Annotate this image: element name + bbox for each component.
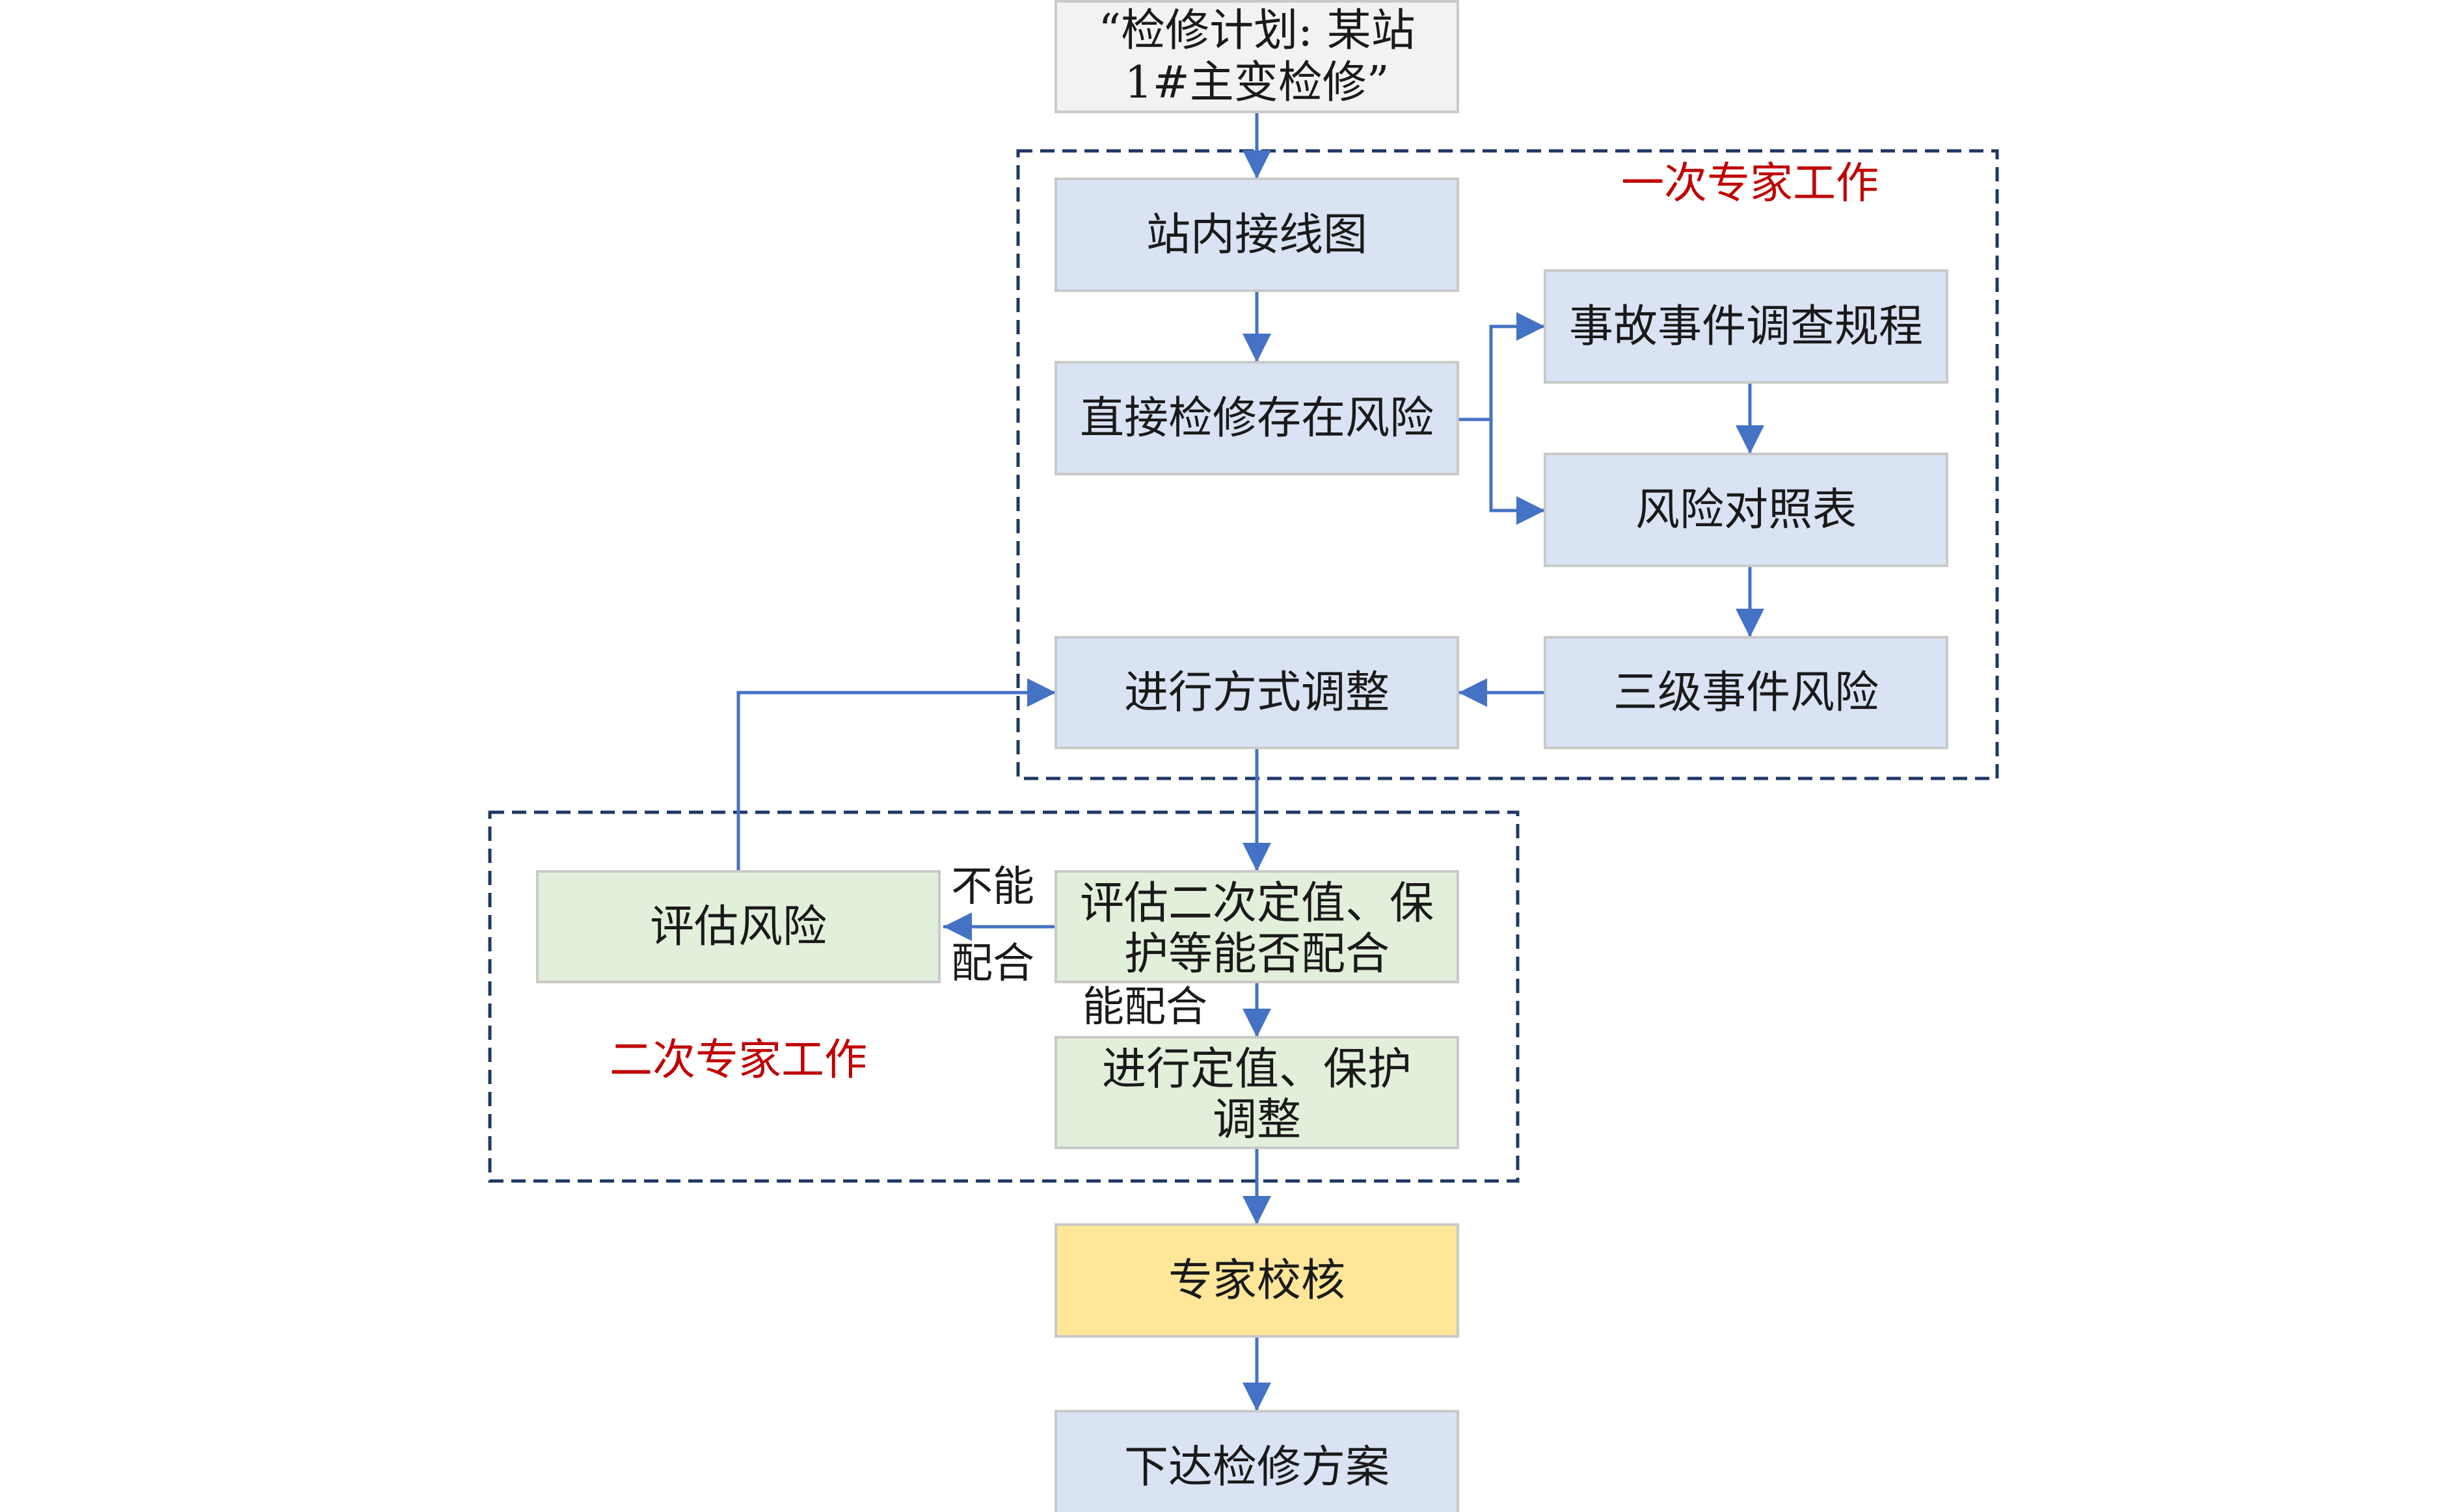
- node-plan-label-line-1: “检修计划: 某站: [1098, 5, 1415, 57]
- node-plan-label-line-2: 1#主变检修”: [1124, 57, 1389, 109]
- arrow-eval-risk-to-mode-adjust: [736, 678, 1056, 871]
- node-risk-direct-box: [1055, 361, 1459, 475]
- primary-expert-group-label: 一次专家工作: [1621, 158, 1879, 208]
- node-setting-adjust-label-line-2: 调整: [1213, 1094, 1301, 1146]
- node-risk-direct: 直接检修存在风险: [1055, 361, 1459, 475]
- node-expert-check: 专家校核: [1055, 1223, 1459, 1338]
- node-eval-risk-label: 评估风险: [650, 901, 827, 953]
- node-expert-check-box: [1055, 1223, 1459, 1338]
- node-wiring-label: 站内接线图: [1146, 209, 1367, 261]
- node-mode-adjust-box: [1055, 636, 1459, 749]
- node-issue-plan-label: 下达检修方案: [1124, 1442, 1390, 1493]
- node-expert-check-label: 专家校核: [1168, 1255, 1345, 1306]
- secondary-expert-group-label: 二次专家工作: [610, 1035, 867, 1085]
- node-plan-box: [1055, 0, 1459, 113]
- node-eval-risk-box: [536, 870, 941, 983]
- node-issue-plan-box: [1055, 1410, 1459, 1512]
- edge-label-cannot-line-2: 配合: [951, 940, 1034, 988]
- node-risk-table-box: [1544, 453, 1948, 567]
- node-eval-risk: 评估风险: [536, 870, 941, 983]
- node-issue-plan: 下达检修方案: [1055, 1410, 1459, 1512]
- node-mode-adjust: 进行方式调整: [1055, 636, 1459, 749]
- arrow-risk-to-accident-rules: [1458, 312, 1545, 421]
- node-level3-risk-box: [1544, 636, 1948, 749]
- node-setting-adjust: 进行定值、保护 调整: [1055, 1036, 1459, 1149]
- node-wiring-box: [1055, 178, 1459, 292]
- node-accident-rules-label: 事故事件调查规程: [1569, 301, 1923, 352]
- node-eval-secondary: 评估二次定值、保 护等能否配合: [1055, 870, 1459, 983]
- node-risk-table: 风险对照表: [1544, 453, 1948, 567]
- node-setting-adjust-box: [1055, 1036, 1459, 1149]
- node-eval-secondary-box: [1055, 870, 1459, 983]
- primary-expert-group-border: [1016, 149, 1999, 780]
- node-risk-direct-label: 直接检修存在风险: [1080, 393, 1434, 444]
- node-accident-rules-box: [1544, 269, 1948, 384]
- arrow-risk-to-risk-table: [1489, 419, 1545, 525]
- connectors: [736, 112, 1764, 1411]
- node-accident-rules: 事故事件调查规程: [1544, 269, 1948, 384]
- node-risk-table-label: 风险对照表: [1635, 484, 1857, 536]
- node-eval-secondary-label-line-1: 评估二次定值、保: [1080, 878, 1434, 929]
- node-wiring: 站内接线图: [1055, 178, 1459, 292]
- node-plan: “检修计划: 某站 1#主变检修”: [1055, 0, 1459, 113]
- node-level3-risk: 三级事件风险: [1544, 636, 1948, 749]
- node-setting-adjust-label-line-1: 进行定值、保护: [1102, 1044, 1412, 1095]
- edge-label-can: 能配合: [1082, 983, 1207, 1031]
- node-mode-adjust-label: 进行方式调整: [1124, 667, 1390, 719]
- edge-label-cannot-line-1: 不能: [951, 863, 1034, 911]
- secondary-expert-group-border: [488, 810, 1520, 1183]
- node-level3-risk-label: 三级事件风险: [1613, 667, 1879, 719]
- node-eval-secondary-label-line-2: 护等能否配合: [1124, 929, 1390, 980]
